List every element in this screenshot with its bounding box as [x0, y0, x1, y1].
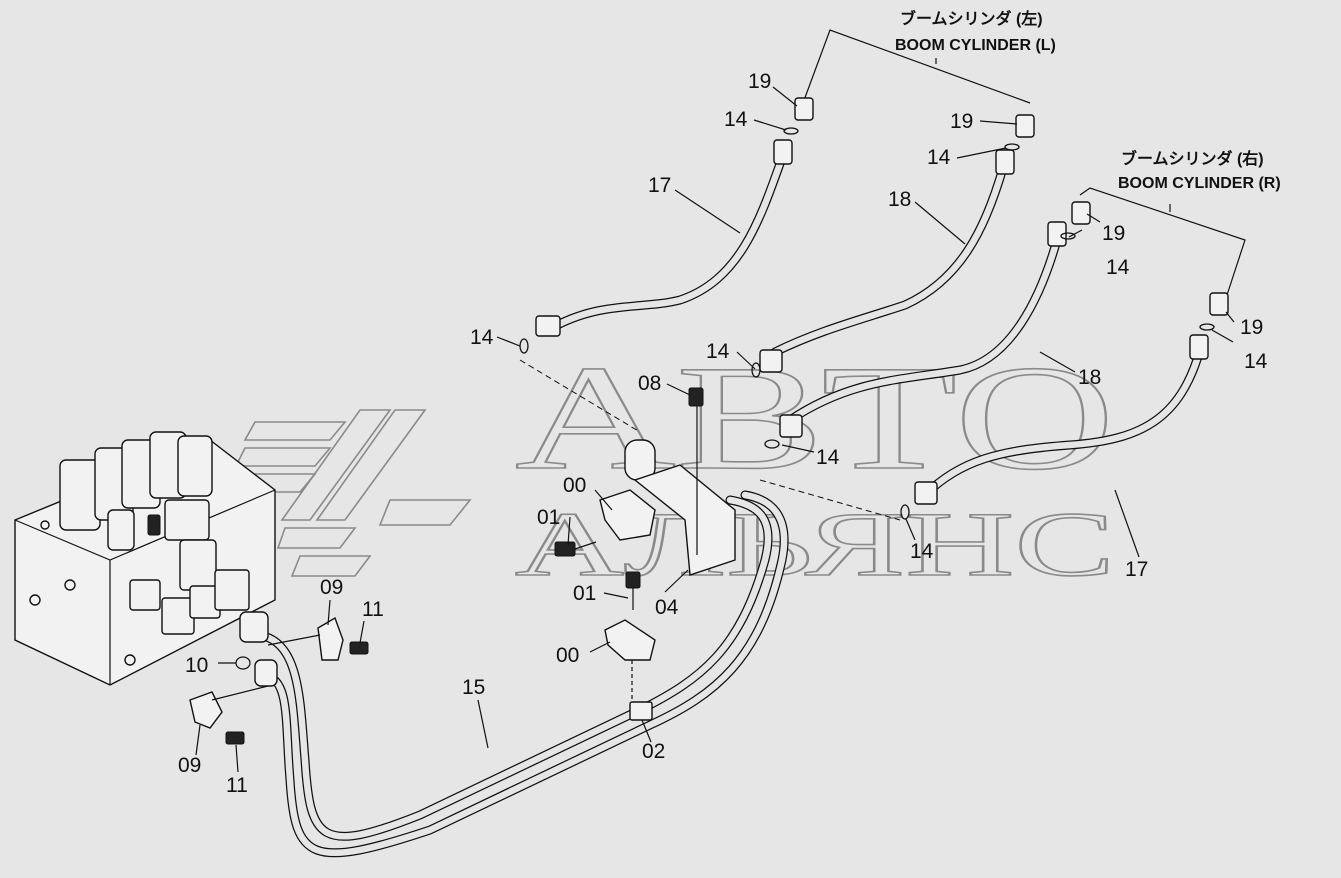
hose-couplings [535, 139, 1209, 505]
control-valve [14, 431, 276, 686]
callout-14: 14 [724, 108, 748, 131]
callout-17: 17 [1125, 558, 1148, 581]
callout-09: 09 [320, 576, 343, 599]
callout-17: 17 [648, 174, 671, 197]
cylinder-left-jp: ブームシリンダ (左) [900, 9, 1043, 28]
callout-18: 18 [1078, 366, 1101, 389]
callout-00: 00 [556, 644, 579, 667]
cylinder-right-bracket [1079, 187, 1246, 296]
cylinder-right-jp: ブームシリンダ (右) [1121, 149, 1264, 168]
callout-19: 19 [1102, 222, 1125, 245]
cylinder-right-label: ブームシリンダ (右) BOOM CYLINDER (R) [1118, 149, 1281, 192]
callout-19: 19 [748, 70, 771, 93]
watermark: АВТО АЛЬЯНС [226, 334, 1116, 596]
callout-19: 19 [950, 110, 973, 133]
fitting-19-c [1071, 201, 1091, 225]
cylinder-right-en: BOOM CYLINDER (R) [1118, 175, 1281, 192]
callout-11: 11 [226, 774, 248, 797]
callout-14: 14 [470, 326, 494, 349]
callout-14: 14 [1244, 350, 1268, 373]
watermark-line1: АВТО [515, 335, 1115, 501]
callout-10: 10 [185, 654, 208, 677]
callout-14: 14 [927, 146, 951, 169]
callout-11: 11 [362, 598, 384, 621]
callout-14: 14 [910, 540, 934, 563]
callout-14: 14 [816, 446, 840, 469]
callout-01: 01 [573, 582, 596, 605]
cylinder-left-en: BOOM CYLINDER (L) [895, 37, 1056, 54]
callout-08: 08 [638, 372, 661, 395]
callout-19: 19 [1240, 316, 1263, 339]
leader-dashed [519, 359, 901, 521]
callout-leaders [195, 86, 1235, 773]
callout-01: 01 [537, 506, 560, 529]
callout-09: 09 [178, 754, 201, 777]
fitting-19-b [1015, 114, 1035, 138]
callout-15: 15 [462, 676, 485, 699]
hose-18-left [770, 163, 1008, 357]
callout-14: 14 [706, 340, 730, 363]
callout-00: 00 [563, 474, 586, 497]
callout-18: 18 [888, 188, 911, 211]
fitting-19-d [1209, 292, 1229, 316]
callout-04: 04 [655, 596, 679, 619]
watermark-emblem [226, 409, 472, 577]
pipe-15 [253, 490, 789, 858]
clamp-assembly [554, 387, 736, 721]
cylinder-left-bracket [802, 29, 1031, 104]
callout-02: 02 [642, 740, 665, 763]
hose-17-right [920, 345, 1205, 500]
pipe-flanges [189, 611, 369, 745]
cylinder-left-label: ブームシリンダ (左) BOOM CYLINDER (L) [895, 9, 1056, 54]
hose-17-left [543, 153, 787, 335]
fitting-19-a [794, 97, 814, 121]
o-rings [519, 127, 1215, 520]
callout-labels: 19 14 17 19 14 18 19 14 19 14 18 14 14 0… [178, 70, 1268, 797]
hose-18-right [785, 235, 1062, 425]
callout-14: 14 [1106, 256, 1130, 279]
